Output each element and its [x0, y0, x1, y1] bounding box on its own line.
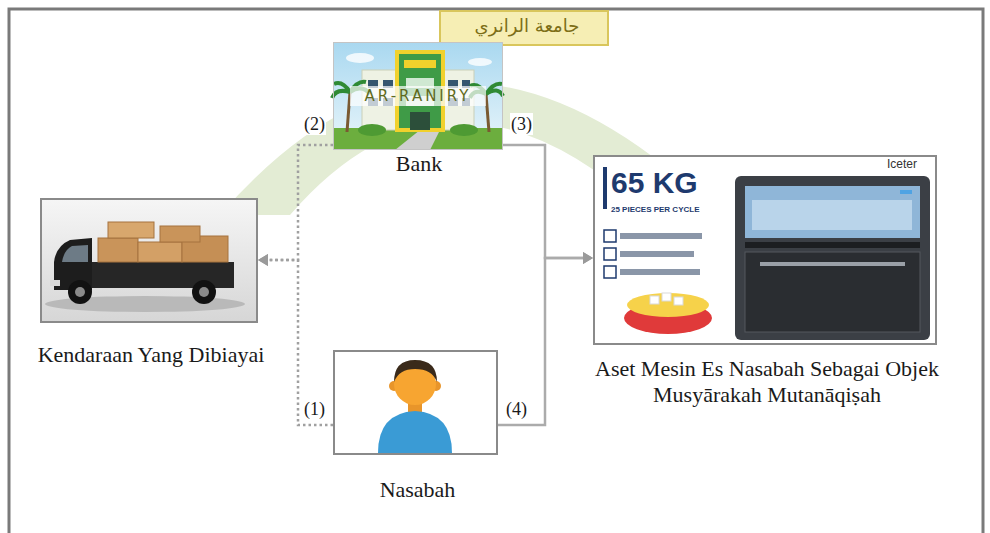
- node-label: Nasabah: [318, 478, 518, 502]
- ice-machine-illustration-part: [745, 242, 920, 248]
- connector-line: [503, 145, 584, 258]
- truck-illustration-part: [108, 222, 154, 238]
- bank-illustration-part: [450, 124, 478, 136]
- callout-number: (2): [303, 113, 326, 135]
- flow-connector: [258, 145, 333, 266]
- node-label: Aset Mesin Es Nasabah Sebagai Objek Musy…: [592, 356, 942, 408]
- callout-number: (1): [303, 398, 326, 420]
- bank-illustration-part: [404, 60, 436, 68]
- bank-illustration-part: [468, 58, 492, 66]
- watermark-logo-part: [220, 83, 720, 216]
- customer-picture-box: Nasabah: [333, 350, 498, 455]
- flow-connector: [258, 254, 333, 425]
- truck-illustration-part: [50, 280, 60, 286]
- callout-number: (4): [505, 398, 528, 420]
- product-caption: 25 PIECES PER CYCLE: [611, 205, 731, 215]
- ice-machine-illustration-part: [593, 155, 937, 345]
- ice-machine-illustration-part: [674, 297, 683, 305]
- flow-connector: [503, 145, 593, 264]
- bank-illustration-part: [358, 124, 386, 136]
- ice-machine-illustration-part: [620, 251, 694, 257]
- person-icon-part: [378, 411, 452, 453]
- callout-number: (3): [510, 113, 533, 135]
- watermark-text: جامعة الرانري: [452, 14, 602, 38]
- watermark-text: AR-RANIRY: [350, 86, 486, 106]
- truck-illustration-part: [199, 287, 209, 297]
- ice-machine-illustration-part: [620, 269, 700, 275]
- bank-illustration: [332, 42, 503, 150]
- ice-machine-illustration-part: [603, 167, 607, 209]
- truck-illustration-part: [40, 198, 258, 323]
- person-icon-part: [394, 360, 437, 382]
- truck-illustration-part: [98, 238, 138, 262]
- node-label: Bank: [319, 152, 519, 176]
- brand-text: Iceter: [874, 157, 930, 171]
- arrow-head: [258, 254, 268, 266]
- ice-machine-illustration: [593, 155, 937, 345]
- ice-machine-illustration-part: [650, 296, 659, 304]
- ice-machine-illustration-part: [752, 200, 912, 230]
- connector-line: [267, 260, 333, 425]
- ice-machine-illustration-part: [627, 293, 709, 317]
- ice-machine-illustration-part: [604, 248, 616, 260]
- connector-line: [267, 145, 333, 260]
- node-label: Kendaraan Yang Dibiayai: [26, 343, 276, 367]
- truck-illustration-part: [160, 226, 200, 242]
- truck-illustration-part: [68, 280, 92, 304]
- bank-illustration-part: [410, 112, 430, 130]
- vehicle-picture-box: Kendaraan Yang Dibiayai: [40, 198, 258, 323]
- arrow-head: [583, 252, 593, 264]
- bank-illustration-part: [395, 130, 440, 150]
- ice-machine-illustration-part: [662, 293, 671, 301]
- ice-machine-illustration-part: [900, 190, 912, 194]
- watermark-logo-part: [440, 11, 608, 45]
- truck-illustration-part: [138, 242, 182, 262]
- truck-illustration: [40, 198, 258, 323]
- arrow-head: [258, 254, 268, 266]
- ice-machine-illustration-part: [735, 176, 930, 340]
- ice-machine-illustration-part: [745, 252, 920, 332]
- truck-illustration-part: [62, 245, 88, 262]
- bank-illustration-part: [333, 42, 503, 150]
- outer-frame-part: [9, 9, 983, 533]
- truck-illustration-part: [75, 287, 85, 297]
- watermark-logo: [220, 11, 720, 215]
- bank-illustration-part: [486, 94, 489, 132]
- capacity-text: 65 KG: [611, 166, 721, 200]
- ice-machine-illustration-part: [760, 262, 905, 266]
- connector-line: [498, 258, 584, 425]
- outer-frame: [9, 9, 983, 533]
- arrow-head: [583, 252, 593, 264]
- ice-machine-illustration-part: [620, 233, 702, 239]
- person-icon-part: [333, 350, 498, 455]
- ice-machine-illustration-part: [745, 186, 920, 238]
- truck-illustration-part: [192, 280, 216, 304]
- flow-connector: [498, 252, 593, 425]
- ice-machine-illustration-part: [604, 266, 616, 278]
- ice-machine-illustration-part: [604, 230, 616, 242]
- person-icon: [333, 350, 498, 455]
- bank-illustration-part: [346, 53, 374, 63]
